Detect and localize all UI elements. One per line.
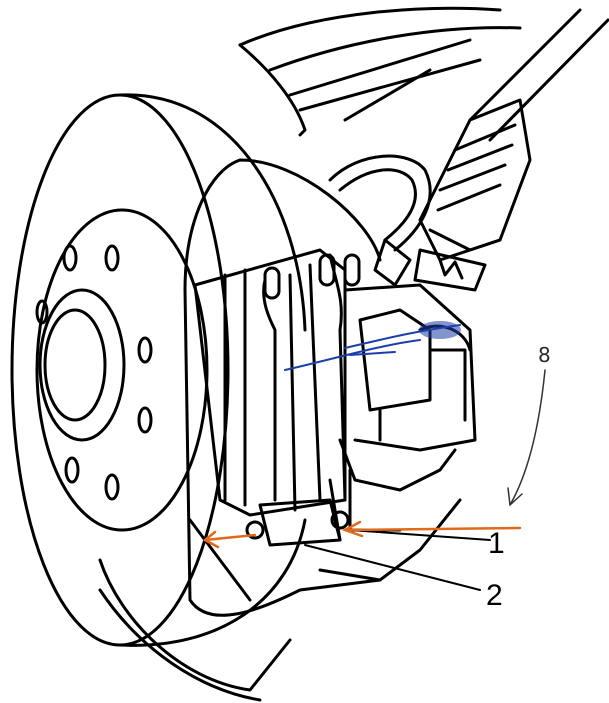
handwritten-arrow	[507, 369, 546, 506]
dust-shield	[98, 43, 307, 702]
brake-rotor	[10, 93, 307, 692]
handwritten-label: 8	[538, 343, 551, 367]
suspension-arms	[238, 6, 609, 142]
blue-annotation	[284, 321, 461, 371]
axle-boot	[413, 98, 532, 292]
brake-pads	[193, 248, 361, 517]
callout-leader-2	[304, 544, 481, 591]
orange-annotation	[202, 520, 522, 549]
brake-hose	[328, 154, 432, 287]
callout-2: 2	[486, 579, 503, 612]
hub-icon	[35, 244, 153, 501]
caliper-pin	[245, 498, 350, 547]
callout-leader-1	[349, 529, 491, 541]
caliper-bracket	[183, 158, 462, 617]
callout-1: 1	[488, 527, 505, 560]
